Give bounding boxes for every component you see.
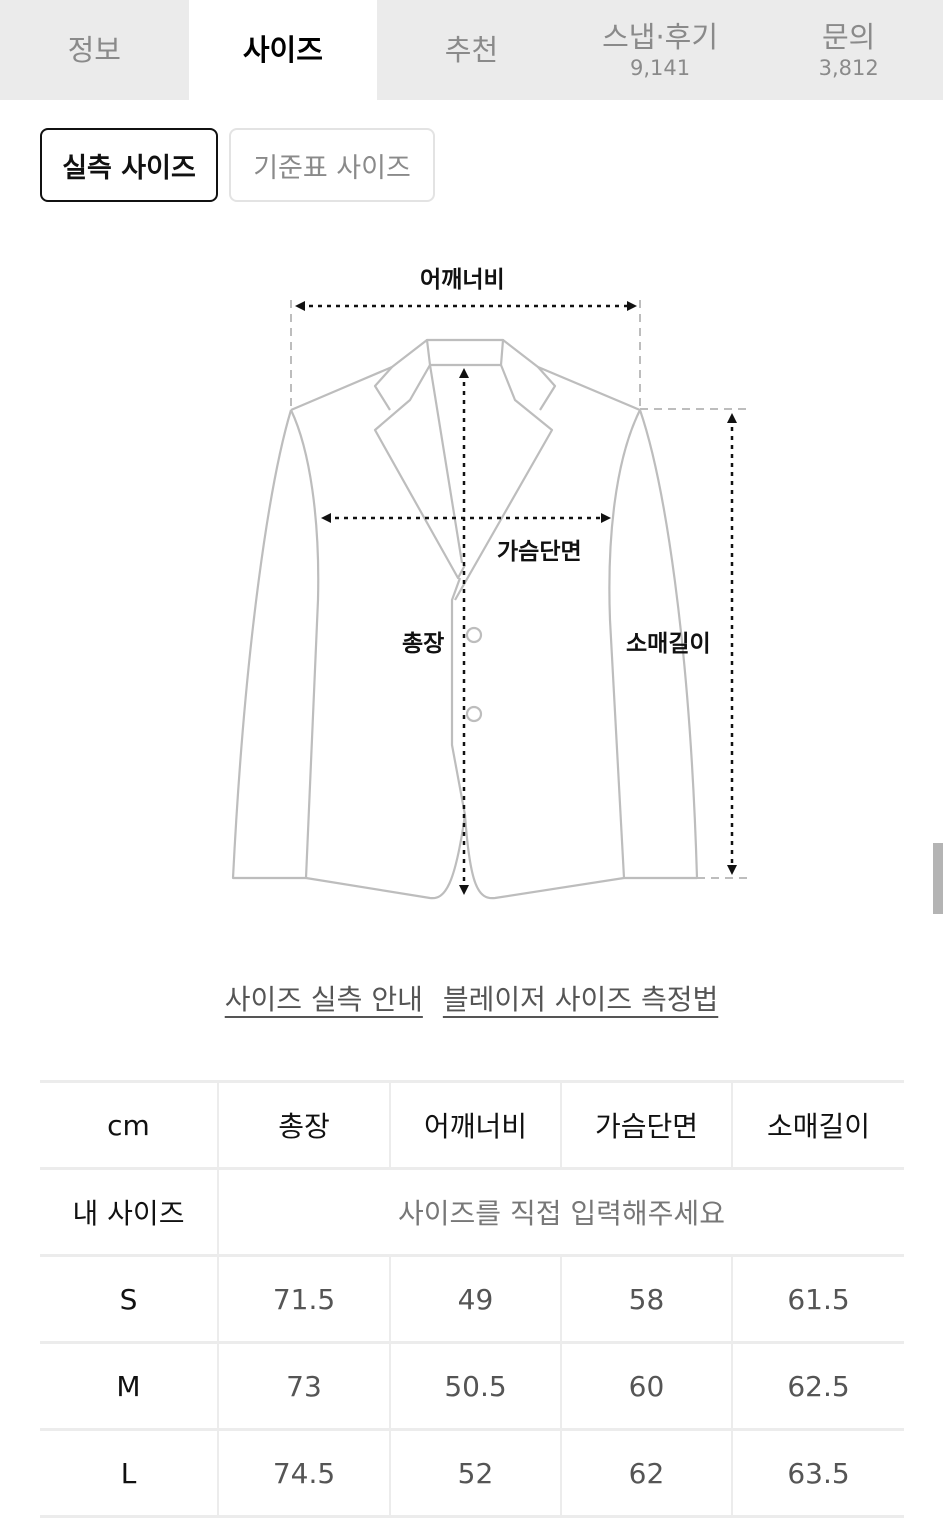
cell-value: 50.5 — [389, 1341, 561, 1431]
tab-inquiry[interactable]: 문의 3,812 — [754, 0, 943, 100]
size-label: M — [40, 1341, 218, 1431]
tab-label: 추천 — [444, 33, 499, 67]
cell-value: 61.5 — [731, 1254, 904, 1344]
my-size-row: 내 사이즈 사이즈를 직접 입력해주세요 — [40, 1167, 904, 1257]
cell-value: 58 — [560, 1254, 732, 1344]
column-header: 소매길이 — [731, 1080, 904, 1170]
sleeve-length-label: 소매길이 — [626, 631, 711, 657]
total-length-label: 총장 — [402, 631, 445, 657]
size-label: S — [40, 1254, 218, 1344]
tab-label: 정보 — [67, 33, 121, 67]
cell-value: 73 — [217, 1341, 390, 1431]
tab-label: 스냅·후기 — [602, 20, 719, 54]
column-header: 총장 — [217, 1080, 390, 1170]
tab-info[interactable]: 정보 — [0, 0, 189, 100]
cell-value: 63.5 — [731, 1428, 904, 1518]
chest-width-label: 가슴단면 — [497, 539, 582, 565]
actual-size-button[interactable]: 실측 사이즈 — [40, 128, 218, 202]
blazer-outline-icon — [231, 300, 750, 900]
cell-value: 62.5 — [731, 1341, 904, 1431]
blazer-measurement-method-link[interactable]: 블레이저 사이즈 측정법 — [442, 983, 719, 1016]
blazer-size-diagram: 어깨너비 가슴단면 총장 소매길이 — [0, 240, 943, 920]
review-count: 9,141 — [630, 56, 691, 80]
tab-label: 문의 — [821, 20, 876, 54]
column-header: 어깨너비 — [389, 1080, 561, 1170]
size-guide-links: 사이즈 실측 안내 블레이저 사이즈 측정법 — [0, 978, 943, 1018]
tab-snap-review[interactable]: 스냅·후기 9,141 — [566, 0, 755, 100]
cell-value: 52 — [389, 1428, 561, 1518]
size-type-toggle: 실측 사이즈 기준표 사이즈 — [40, 128, 435, 202]
cell-value: 49 — [389, 1254, 561, 1344]
table-row: M 73 50.5 60 62.5 — [40, 1341, 904, 1431]
page-scrollbar[interactable] — [933, 843, 943, 914]
tab-size[interactable]: 사이즈 — [188, 0, 378, 100]
tab-label: 사이즈 — [242, 33, 323, 67]
standard-size-button[interactable]: 기준표 사이즈 — [229, 128, 435, 202]
cell-value: 62 — [560, 1428, 732, 1518]
table-row: S 71.5 49 58 61.5 — [40, 1254, 904, 1344]
product-tab-bar: 정보 사이즈 추천 스냅·후기 9,141 문의 3,812 — [0, 0, 943, 100]
my-size-input[interactable]: 사이즈를 직접 입력해주세요 — [217, 1167, 904, 1257]
cell-value: 60 — [560, 1341, 732, 1431]
unit-header: cm — [40, 1080, 218, 1170]
shoulder-width-label: 어깨너비 — [420, 267, 505, 293]
table-row: L 74.5 52 62 63.5 — [40, 1428, 904, 1518]
cell-value: 74.5 — [217, 1428, 390, 1518]
column-header: 가슴단면 — [560, 1080, 732, 1170]
size-measurement-guide-link[interactable]: 사이즈 실측 안내 — [224, 983, 423, 1016]
size-table: cm 총장 어깨너비 가슴단면 소매길이 내 사이즈 사이즈를 직접 입력해주세… — [40, 1080, 904, 1518]
size-label: L — [40, 1428, 218, 1518]
tab-recommend[interactable]: 추천 — [377, 0, 566, 100]
table-header-row: cm 총장 어깨너비 가슴단면 소매길이 — [40, 1080, 904, 1170]
cell-value: 71.5 — [217, 1254, 390, 1344]
inquiry-count: 3,812 — [818, 56, 879, 80]
my-size-label: 내 사이즈 — [40, 1167, 218, 1257]
